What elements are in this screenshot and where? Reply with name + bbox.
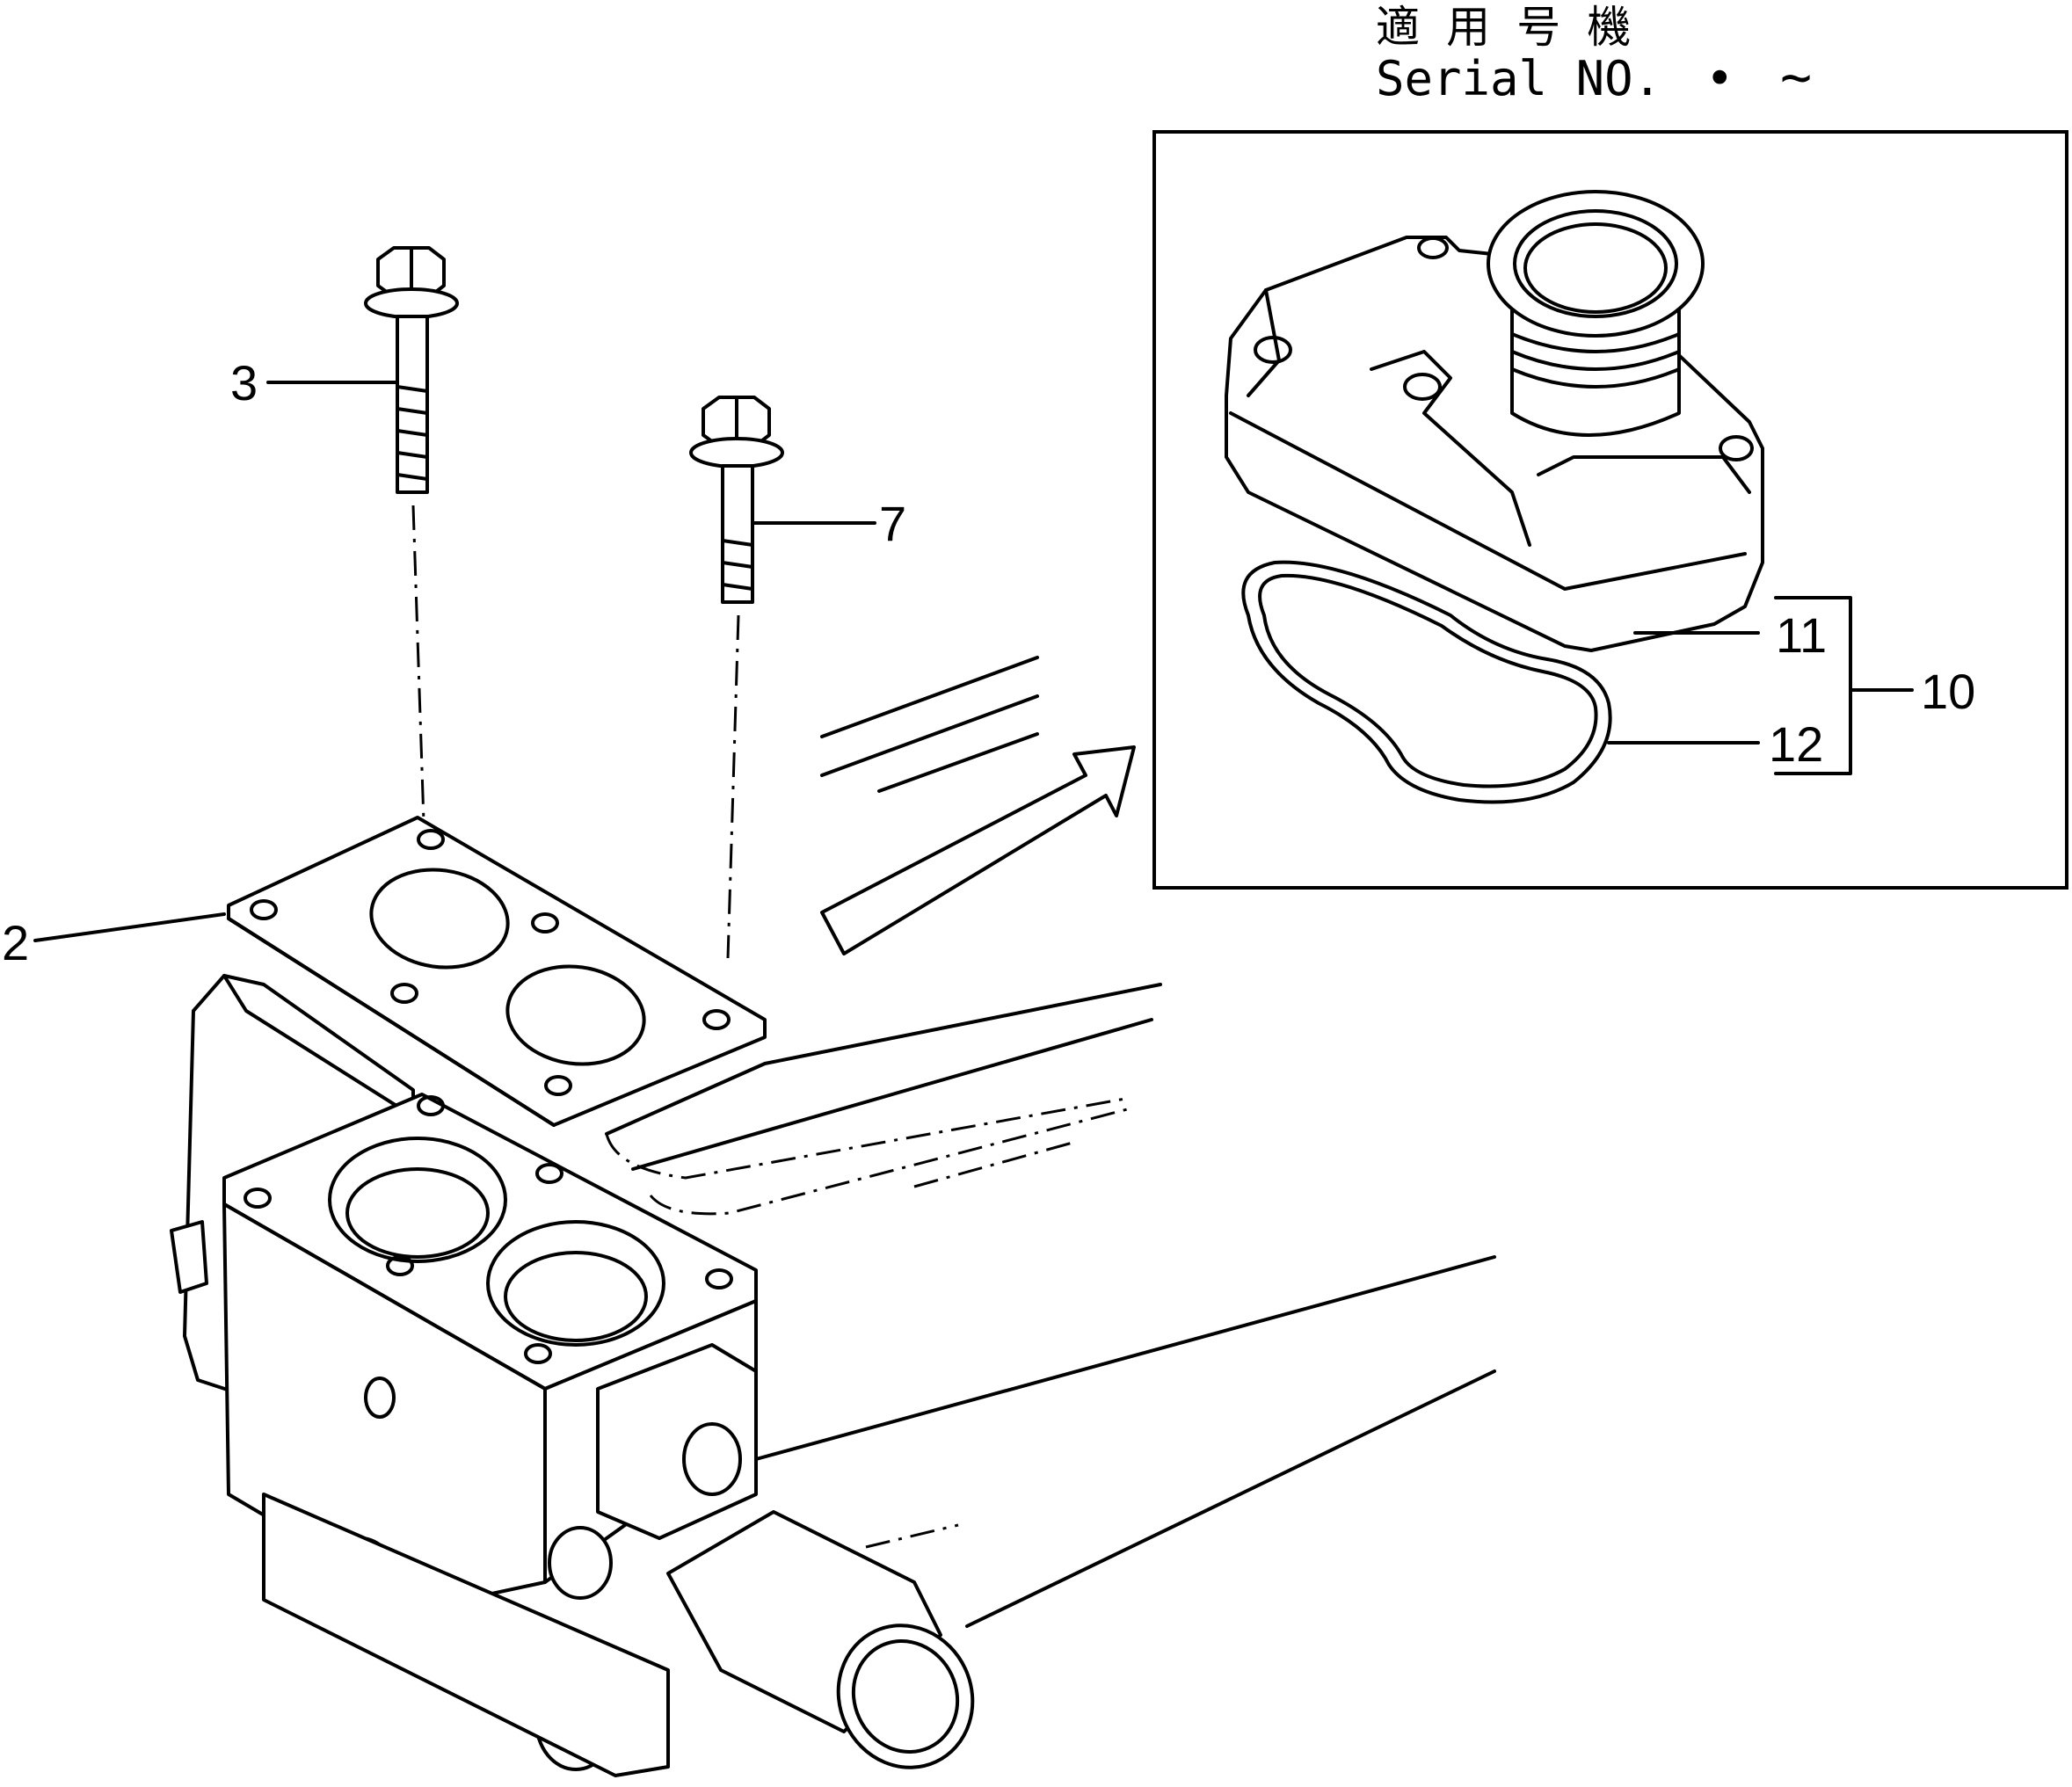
callout-10: 10 [1921,664,1975,719]
thermostat-housing-body [170,974,975,1777]
motion-line [877,732,1039,793]
motion-line [820,656,1039,738]
gasket [227,816,767,1127]
detail-inset-frame [1152,130,2068,890]
flange-bolt-3 [364,246,459,494]
bolt-3-centerline [411,505,425,823]
callout-3: 3 [230,355,258,410]
thermostat-housing-cover [1225,190,1764,652]
callout-11: 11 [1776,607,1827,663]
callout-7: 7 [879,496,906,551]
serial-number-tilde: ~ [1780,47,1812,108]
serial-number-label: Serial NO. [1376,51,1661,106]
leader-2 [33,912,226,942]
callout-2: 2 [2,915,29,970]
kit-bracket [1774,596,1852,775]
callout-12: 12 [1769,716,1823,772]
applicable-models-title: 適 用 号 機 [1376,2,1631,53]
flange-bolt-7 [689,396,784,604]
bolt-7-centerline [726,614,740,959]
seal-ring [1241,560,1612,804]
motion-line [820,694,1039,777]
serial-number-dot: • [1705,51,1734,106]
detail-arrow [820,745,1136,955]
engine-phantom-outline [605,983,1496,1628]
